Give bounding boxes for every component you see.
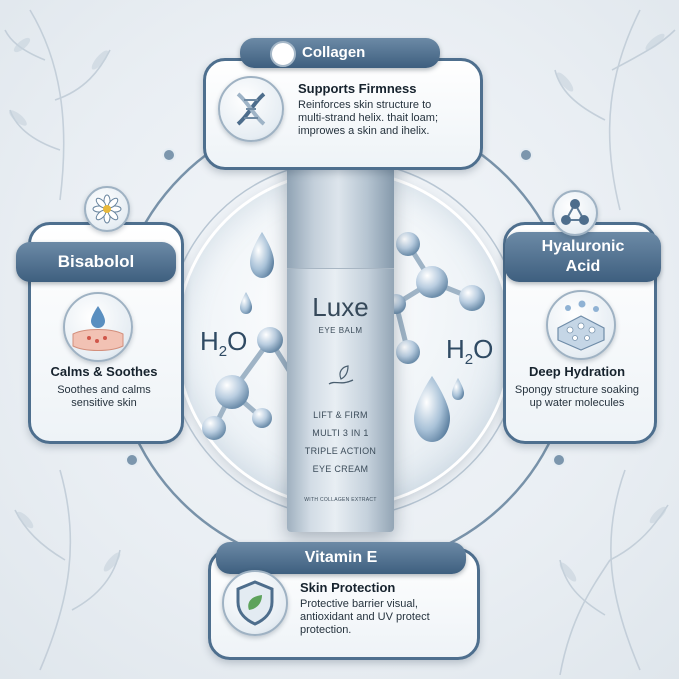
chamomile-flower-icon: [84, 186, 130, 232]
bisabolol-banner-label: Bisabolol: [57, 252, 135, 271]
product-line-1: LIFT & FIRM: [313, 410, 368, 420]
hyaluronic-banner-line-2: Acid: [565, 258, 601, 275]
collagen-body: Reinforces skin structure to multi-stran…: [298, 99, 438, 137]
ring-node: [162, 148, 176, 162]
product-line-3: TRIPLE ACTION: [304, 446, 377, 456]
collagen-banner-label: Collagen: [302, 44, 366, 61]
shield-graphic: [236, 580, 274, 626]
h2o-o: O: [227, 326, 248, 356]
h2o-h: H: [446, 334, 465, 364]
h2o-label-right: H2O: [446, 334, 493, 368]
dna-helix-graphic: [236, 92, 266, 126]
bisabolol-title: Calms & Soothes: [50, 364, 158, 379]
vitamin-e-banner-label: Vitamin E: [304, 549, 378, 566]
product-cap: [287, 156, 394, 269]
hyaluronic-title: Deep Hydration: [528, 364, 626, 379]
product-line-2: MULTI 3 IN 1: [312, 428, 369, 438]
ring-node: [519, 148, 533, 162]
h2o-h: H: [200, 326, 219, 356]
vitamin-e-banner: Vitamin E: [216, 542, 466, 574]
product-line-4: EYE CREAM: [312, 464, 369, 474]
hyaluronic-banner-line-1: Hyaluronic: [541, 238, 625, 255]
vitamin-e-body: Protective barrier visual, antioxidant a…: [300, 598, 430, 636]
flower-graphic: [92, 194, 122, 224]
sponge-graphic: [557, 300, 605, 351]
h2o-sub: 2: [218, 343, 228, 361]
skin-layer-graphic: [72, 306, 124, 351]
skin-soothing-icon: [63, 292, 133, 362]
ring-node: [552, 453, 566, 467]
h2o-sub: 2: [464, 351, 474, 369]
bisabolol-body: Soothes and calms sensitive skin: [57, 384, 151, 409]
h2o-label-left: H2O: [200, 326, 247, 360]
molecule-graphic: [561, 199, 589, 225]
hand-leaf-icon: [328, 365, 354, 385]
hyaluronic-body: Spongy structure soaking up water molecu…: [514, 384, 640, 409]
ring-node: [125, 453, 139, 467]
product-brand: Luxe: [312, 292, 369, 322]
hyaluronic-banner: Hyaluronic Acid: [505, 232, 661, 282]
product-extract: WITH COLLAGEN EXTRACT: [304, 497, 377, 503]
dna-icon: [270, 41, 296, 67]
collagen-title: Supports Firmness: [298, 81, 417, 96]
h2o-o: O: [473, 334, 494, 364]
collagen-banner: Collagen: [240, 38, 440, 68]
bisabolol-banner: Bisabolol: [16, 242, 176, 282]
product-subtitle: EYE BALM: [318, 326, 363, 335]
dna-helix-icon: [218, 76, 284, 142]
molecule-icon: [552, 190, 598, 236]
sponge-structure-icon: [546, 290, 616, 360]
shield-leaf-icon: [222, 570, 288, 636]
vitamin-e-title: Skin Protection: [300, 580, 396, 595]
